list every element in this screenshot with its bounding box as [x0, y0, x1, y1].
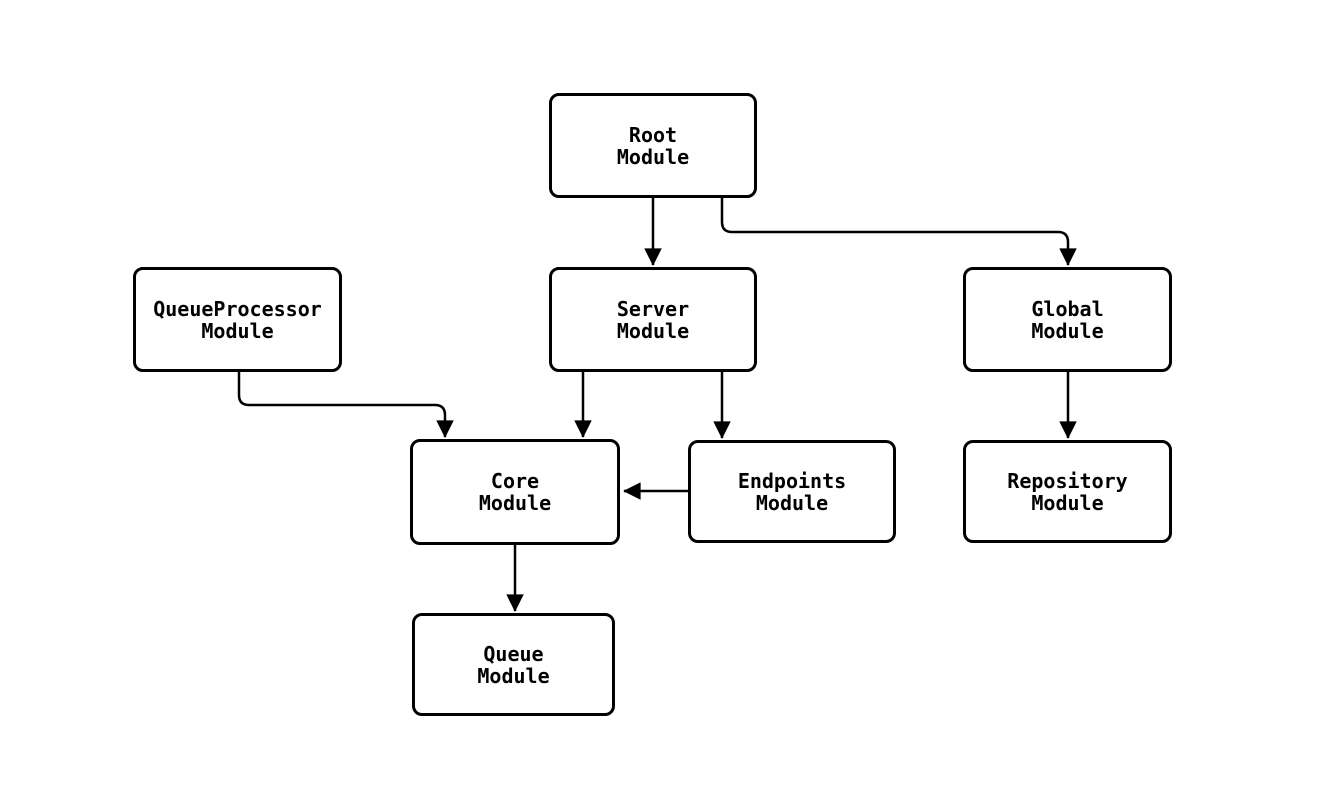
node-queueprocessor-module: QueueProcessor Module [133, 267, 342, 372]
node-label: QueueProcessor Module [153, 296, 322, 343]
node-label: Global Module [1031, 296, 1104, 343]
node-label: Repository Module [1007, 468, 1128, 515]
node-server-module: Server Module [549, 267, 757, 372]
node-core-module: Core Module [410, 439, 620, 545]
node-label: Root Module [616, 122, 690, 169]
node-repository-module: Repository Module [963, 440, 1172, 543]
node-global-module: Global Module [963, 267, 1172, 372]
node-label: Endpoints Module [737, 468, 847, 515]
node-label: Queue Module [477, 641, 550, 688]
node-endpoints-module: Endpoints Module [688, 440, 896, 543]
edge-root-to-global [720, 198, 1077, 266]
node-label: Core Module [478, 469, 552, 515]
node-root-module: Root Module [549, 93, 757, 198]
edge-queueprocessor-to-core [237, 372, 454, 438]
node-label: Server Module [616, 296, 690, 343]
node-queue-module: Queue Module [412, 613, 615, 716]
